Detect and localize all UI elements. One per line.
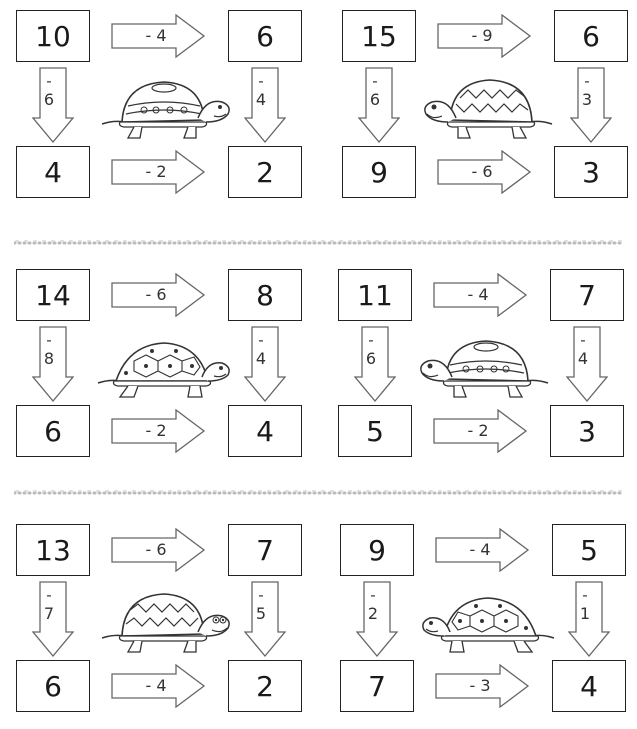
minus-sign: - — [244, 72, 278, 90]
down-arrow: - 5 — [244, 580, 286, 658]
number-box: 15 — [342, 10, 416, 62]
operation-label: - 2 — [450, 421, 506, 440]
operation-number: 6 — [354, 349, 388, 368]
operation-number: 1 — [568, 604, 602, 623]
minus-sign: - — [354, 331, 388, 349]
down-arrow: - 4 — [244, 66, 286, 144]
turtle-illustration — [416, 331, 556, 399]
number-box: 3 — [554, 146, 628, 198]
number-box: 6 — [228, 10, 302, 62]
right-arrow: - 4 — [432, 273, 528, 317]
down-arrow: - 3 — [570, 66, 612, 144]
down-arrow: - 7 — [32, 580, 74, 658]
down-arrow: - 4 — [244, 325, 286, 403]
number-box: 7 — [340, 660, 414, 712]
operation-label: - 4 — [450, 285, 506, 304]
down-arrow: - 8 — [32, 325, 74, 403]
dotted-divider — [14, 238, 624, 248]
operation-label: - 4 — [452, 540, 508, 559]
operation-label: - 9 — [454, 26, 510, 45]
operation-number: 4 — [566, 349, 600, 368]
operation-number: 4 — [244, 90, 278, 109]
operation-label: - 4 — [128, 26, 184, 45]
number-box: 13 — [16, 524, 90, 576]
right-arrow: - 3 — [434, 664, 530, 708]
number-box: 5 — [338, 405, 412, 457]
number-box: 5 — [552, 524, 626, 576]
down-arrow: - 6 — [354, 325, 396, 403]
turtle-illustration — [94, 586, 234, 654]
puzzle-1: 10 - 4 6 - 6 - 4 4 — [16, 10, 316, 200]
right-arrow: - 6 — [110, 273, 206, 317]
right-arrow: - 6 — [110, 528, 206, 572]
operation-label: - 6 — [128, 540, 184, 559]
operation-label: - 6 — [454, 162, 510, 181]
number-box: 6 — [16, 405, 90, 457]
operation-label: - 2 — [128, 421, 184, 440]
number-box: 4 — [552, 660, 626, 712]
number-box: 7 — [550, 269, 624, 321]
number-box: 3 — [550, 405, 624, 457]
turtle-illustration — [94, 331, 234, 399]
minus-sign: - — [32, 331, 66, 349]
down-arrow: - 4 — [566, 325, 608, 403]
operation-label: - 3 — [452, 676, 508, 695]
puzzle-5: 13 - 6 7 - 7 - 5 6 - 4 2 — [16, 524, 316, 714]
minus-sign: - — [568, 586, 602, 604]
down-arrow: - 2 — [356, 580, 398, 658]
right-arrow: - 2 — [110, 409, 206, 453]
turtle-illustration — [94, 72, 234, 140]
number-box: 2 — [228, 660, 302, 712]
number-box: 9 — [340, 524, 414, 576]
right-arrow: - 9 — [436, 14, 532, 58]
down-arrow: - 1 — [568, 580, 610, 658]
minus-sign: - — [244, 586, 278, 604]
minus-sign: - — [32, 586, 66, 604]
right-arrow: - 4 — [110, 14, 206, 58]
number-box: 11 — [338, 269, 412, 321]
puzzle-2: 15 - 9 6 - 6 - 3 9 — [342, 10, 637, 200]
minus-sign: - — [32, 72, 66, 90]
turtle-illustration — [418, 586, 558, 654]
minus-sign: - — [244, 331, 278, 349]
number-box: 9 — [342, 146, 416, 198]
number-box: 6 — [554, 10, 628, 62]
number-box: 2 — [228, 146, 302, 198]
operation-number: 6 — [358, 90, 392, 109]
minus-sign: - — [356, 586, 390, 604]
operation-number: 2 — [356, 604, 390, 623]
right-arrow: - 2 — [110, 150, 206, 194]
number-box: 4 — [228, 405, 302, 457]
dotted-divider — [14, 488, 624, 498]
number-box: 14 — [16, 269, 90, 321]
operation-number: 3 — [570, 90, 604, 109]
number-box: 6 — [16, 660, 90, 712]
minus-sign: - — [570, 72, 604, 90]
puzzle-3: 14 - 6 8 - 8 - 4 6 — [16, 269, 316, 459]
number-box: 7 — [228, 524, 302, 576]
right-arrow: - 4 — [110, 664, 206, 708]
minus-sign: - — [358, 72, 392, 90]
right-arrow: - 2 — [432, 409, 528, 453]
number-box: 10 — [16, 10, 90, 62]
operation-number: 7 — [32, 604, 66, 623]
number-box: 8 — [228, 269, 302, 321]
right-arrow: - 6 — [436, 150, 532, 194]
puzzle-6: 9 - 4 5 - 2 - 1 — [340, 524, 637, 714]
operation-label: - 6 — [128, 285, 184, 304]
operation-number: 8 — [32, 349, 66, 368]
puzzle-4: 11 - 4 7 - 6 - 4 — [338, 269, 637, 459]
minus-sign: - — [566, 331, 600, 349]
operation-label: - 2 — [128, 162, 184, 181]
operation-number: 5 — [244, 604, 278, 623]
down-arrow: - 6 — [358, 66, 400, 144]
number-box: 4 — [16, 146, 90, 198]
operation-number: 4 — [244, 349, 278, 368]
down-arrow: - 6 — [32, 66, 74, 144]
right-arrow: - 4 — [434, 528, 530, 572]
turtle-illustration — [420, 72, 560, 140]
operation-label: - 4 — [128, 676, 184, 695]
operation-number: 6 — [32, 90, 66, 109]
